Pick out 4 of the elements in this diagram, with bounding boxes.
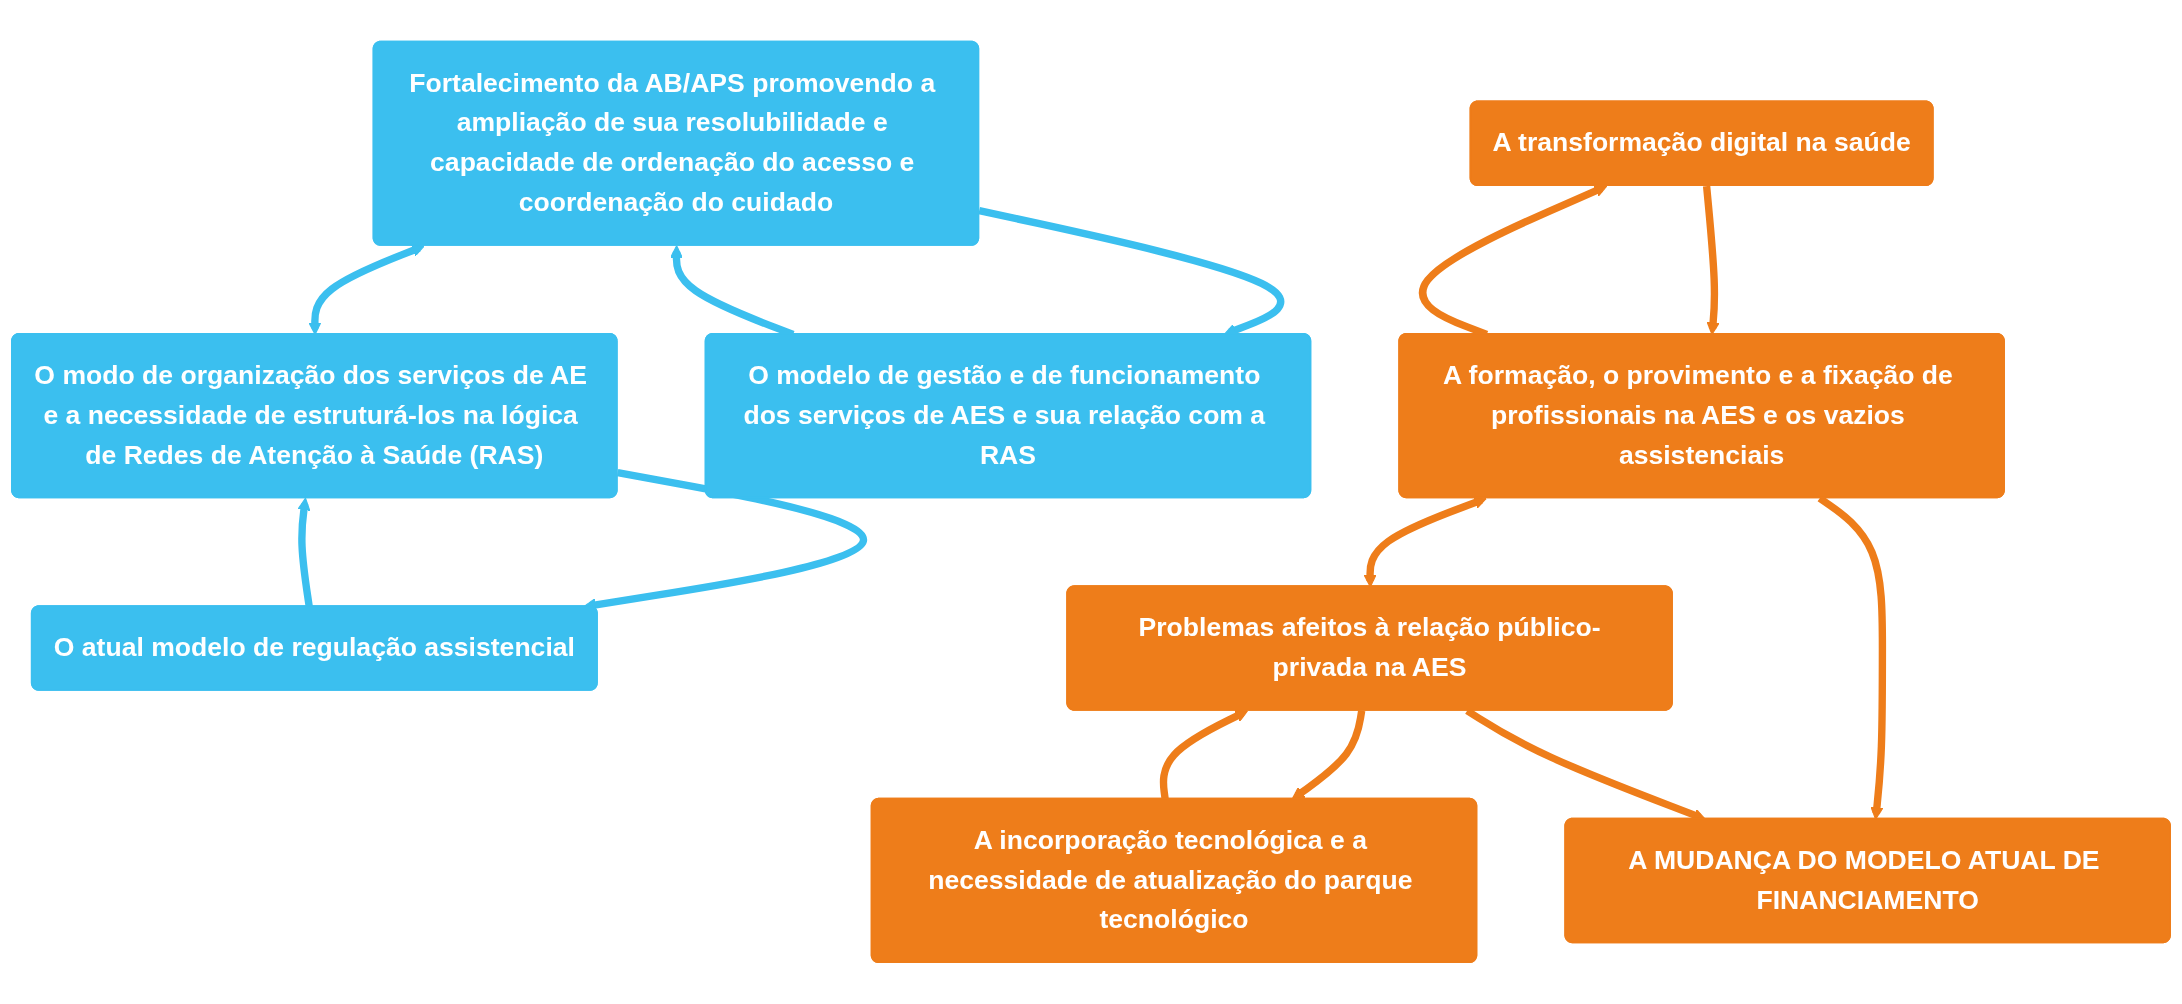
arrow: [1159, 710, 1249, 800]
arrow: [297, 497, 313, 608]
arrow: [1291, 710, 1366, 800]
arrow: [1363, 496, 1487, 588]
